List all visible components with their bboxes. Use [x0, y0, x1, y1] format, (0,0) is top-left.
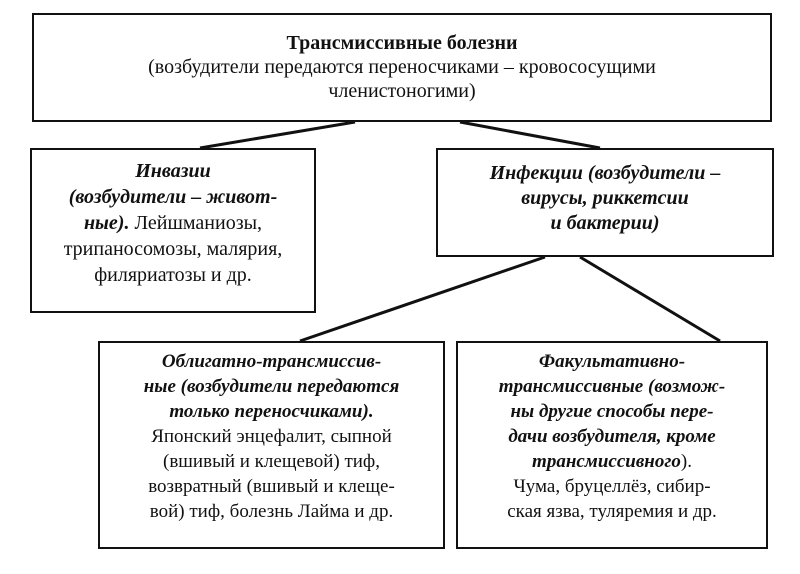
invasions-box: Инвазии (возбудители – живот- ные). Лейш…	[30, 148, 316, 313]
transmissible-diseases-box: Трансмиссивные болезни (возбудители пере…	[32, 13, 772, 122]
facultative-line-5-normal: ).	[680, 451, 692, 472]
top-line-3: членистоногими)	[328, 80, 476, 102]
facultative-transmissible-box: Факультативно- трансмиссивные (возмож- н…	[456, 341, 768, 549]
connector-infections-to-facultative	[579, 255, 721, 343]
obligate-line-6: возвратный (вшивый и клеще-	[148, 476, 395, 497]
facultative-line-4: дачи возбудителя, кроме	[508, 426, 716, 447]
infections-line-2: вирусы, риккетсии	[521, 187, 689, 209]
invasions-line-4: трипаносомозы, малярия,	[63, 238, 283, 260]
connector-top-to-infections	[459, 120, 601, 150]
facultative-line-2-bold: трансмиссивные (	[498, 376, 655, 397]
obligate-line-1: Облигатно-трансмиссив-	[161, 351, 382, 372]
facultative-line-2: трансмиссивные (возмож-	[458, 374, 766, 399]
facultative-line-3: ны другие способы пере-	[510, 401, 714, 422]
facultative-line-7: ская язва, туляремия и др.	[507, 501, 717, 522]
invasions-line-3-bold: ные).	[83, 212, 130, 234]
obligate-line-2: ные (возбудители передаются	[143, 376, 400, 397]
infections-line-1: Инфекции (возбудители –	[489, 162, 721, 184]
invasions-line-3: ные). Лейшманиозы,	[32, 210, 314, 236]
infections-line-3: и бактерии)	[550, 212, 660, 234]
invasions-line-1: Инвазии	[135, 160, 211, 182]
invasions-line-2: (возбудители – живот-	[68, 186, 278, 208]
invasions-line-3-rest: Лейшманиозы,	[129, 212, 263, 234]
obligate-line-5: (вшивый и клещевой) тиф,	[163, 451, 380, 472]
obligate-transmissible-box: Облигатно-трансмиссив- ные (возбудители …	[98, 341, 445, 549]
obligate-line-4: Японский энцефалит, сыпной	[151, 426, 392, 447]
facultative-line-6: Чума, бруцеллёз, сибир-	[513, 476, 711, 497]
facultative-line-2-italic: возмож-	[654, 376, 726, 397]
invasions-line-5: филяриатозы и др.	[94, 264, 252, 286]
obligate-line-3: только переносчиками).	[169, 401, 374, 422]
connector-top-to-invasions	[199, 120, 356, 150]
facultative-line-5: трансмиссивного).	[458, 449, 766, 474]
obligate-line-7: вой) тиф, болезнь Лайма и др.	[149, 501, 394, 522]
infections-box: Инфекции (возбудители – вирусы, риккетси…	[436, 148, 774, 257]
top-title: Трансмиссивные болезни	[286, 32, 518, 54]
facultative-line-1: Факультативно-	[538, 351, 686, 372]
connector-infections-to-obligate	[299, 255, 546, 343]
top-line-2: (возбудители передаются переносчиками – …	[148, 56, 656, 78]
facultative-line-5-italic: трансмиссивного	[532, 451, 681, 472]
